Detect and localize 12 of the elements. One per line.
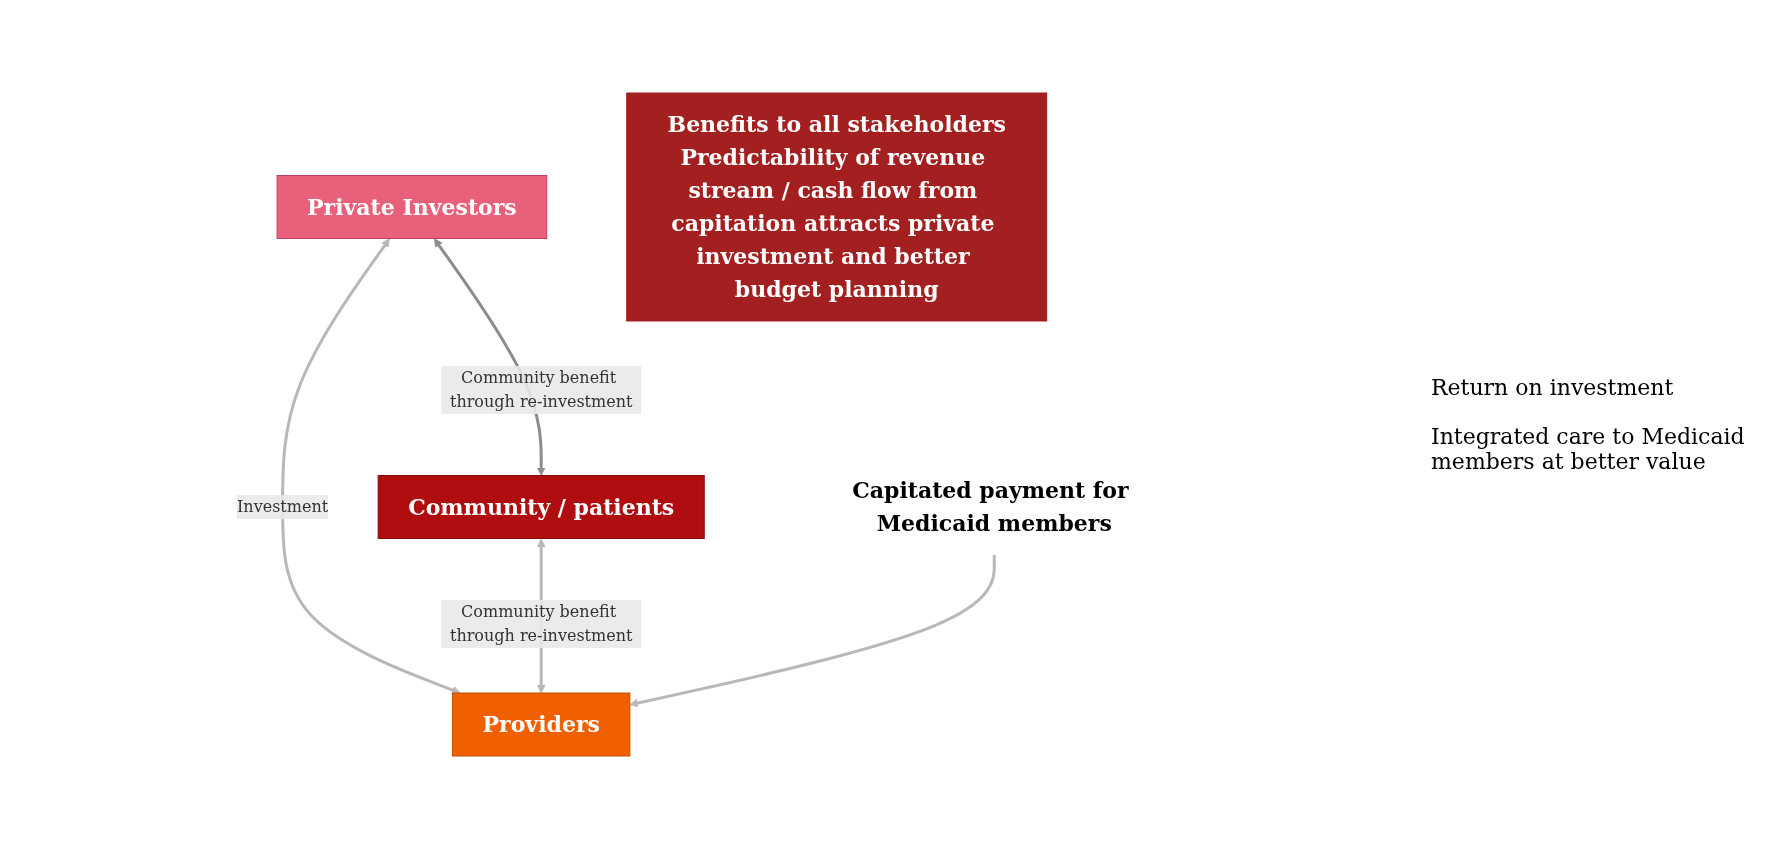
node-box: Providers	[451, 692, 631, 757]
note-text: Return on investment	[1431, 375, 1675, 400]
edge-label: Investment	[236, 497, 329, 516]
node-box: Community / patients	[377, 475, 705, 539]
node-box: Private Investors	[276, 175, 548, 239]
arrow	[629, 555, 996, 708]
note-text: Integrated care to Medicaid members at better value	[1431, 424, 1746, 474]
node-text: Capitated payment for Medicaid members	[852, 477, 1129, 536]
node-box: Benefits to all stakeholders Predictability of revenue stream / cash flow from capitation attracts private investment and better budget planning	[626, 92, 1048, 322]
edge-label: Community benefit through re-investment	[449, 368, 633, 411]
arrow	[280, 238, 461, 695]
edge-label: Community benefit through re-investment	[449, 602, 633, 645]
